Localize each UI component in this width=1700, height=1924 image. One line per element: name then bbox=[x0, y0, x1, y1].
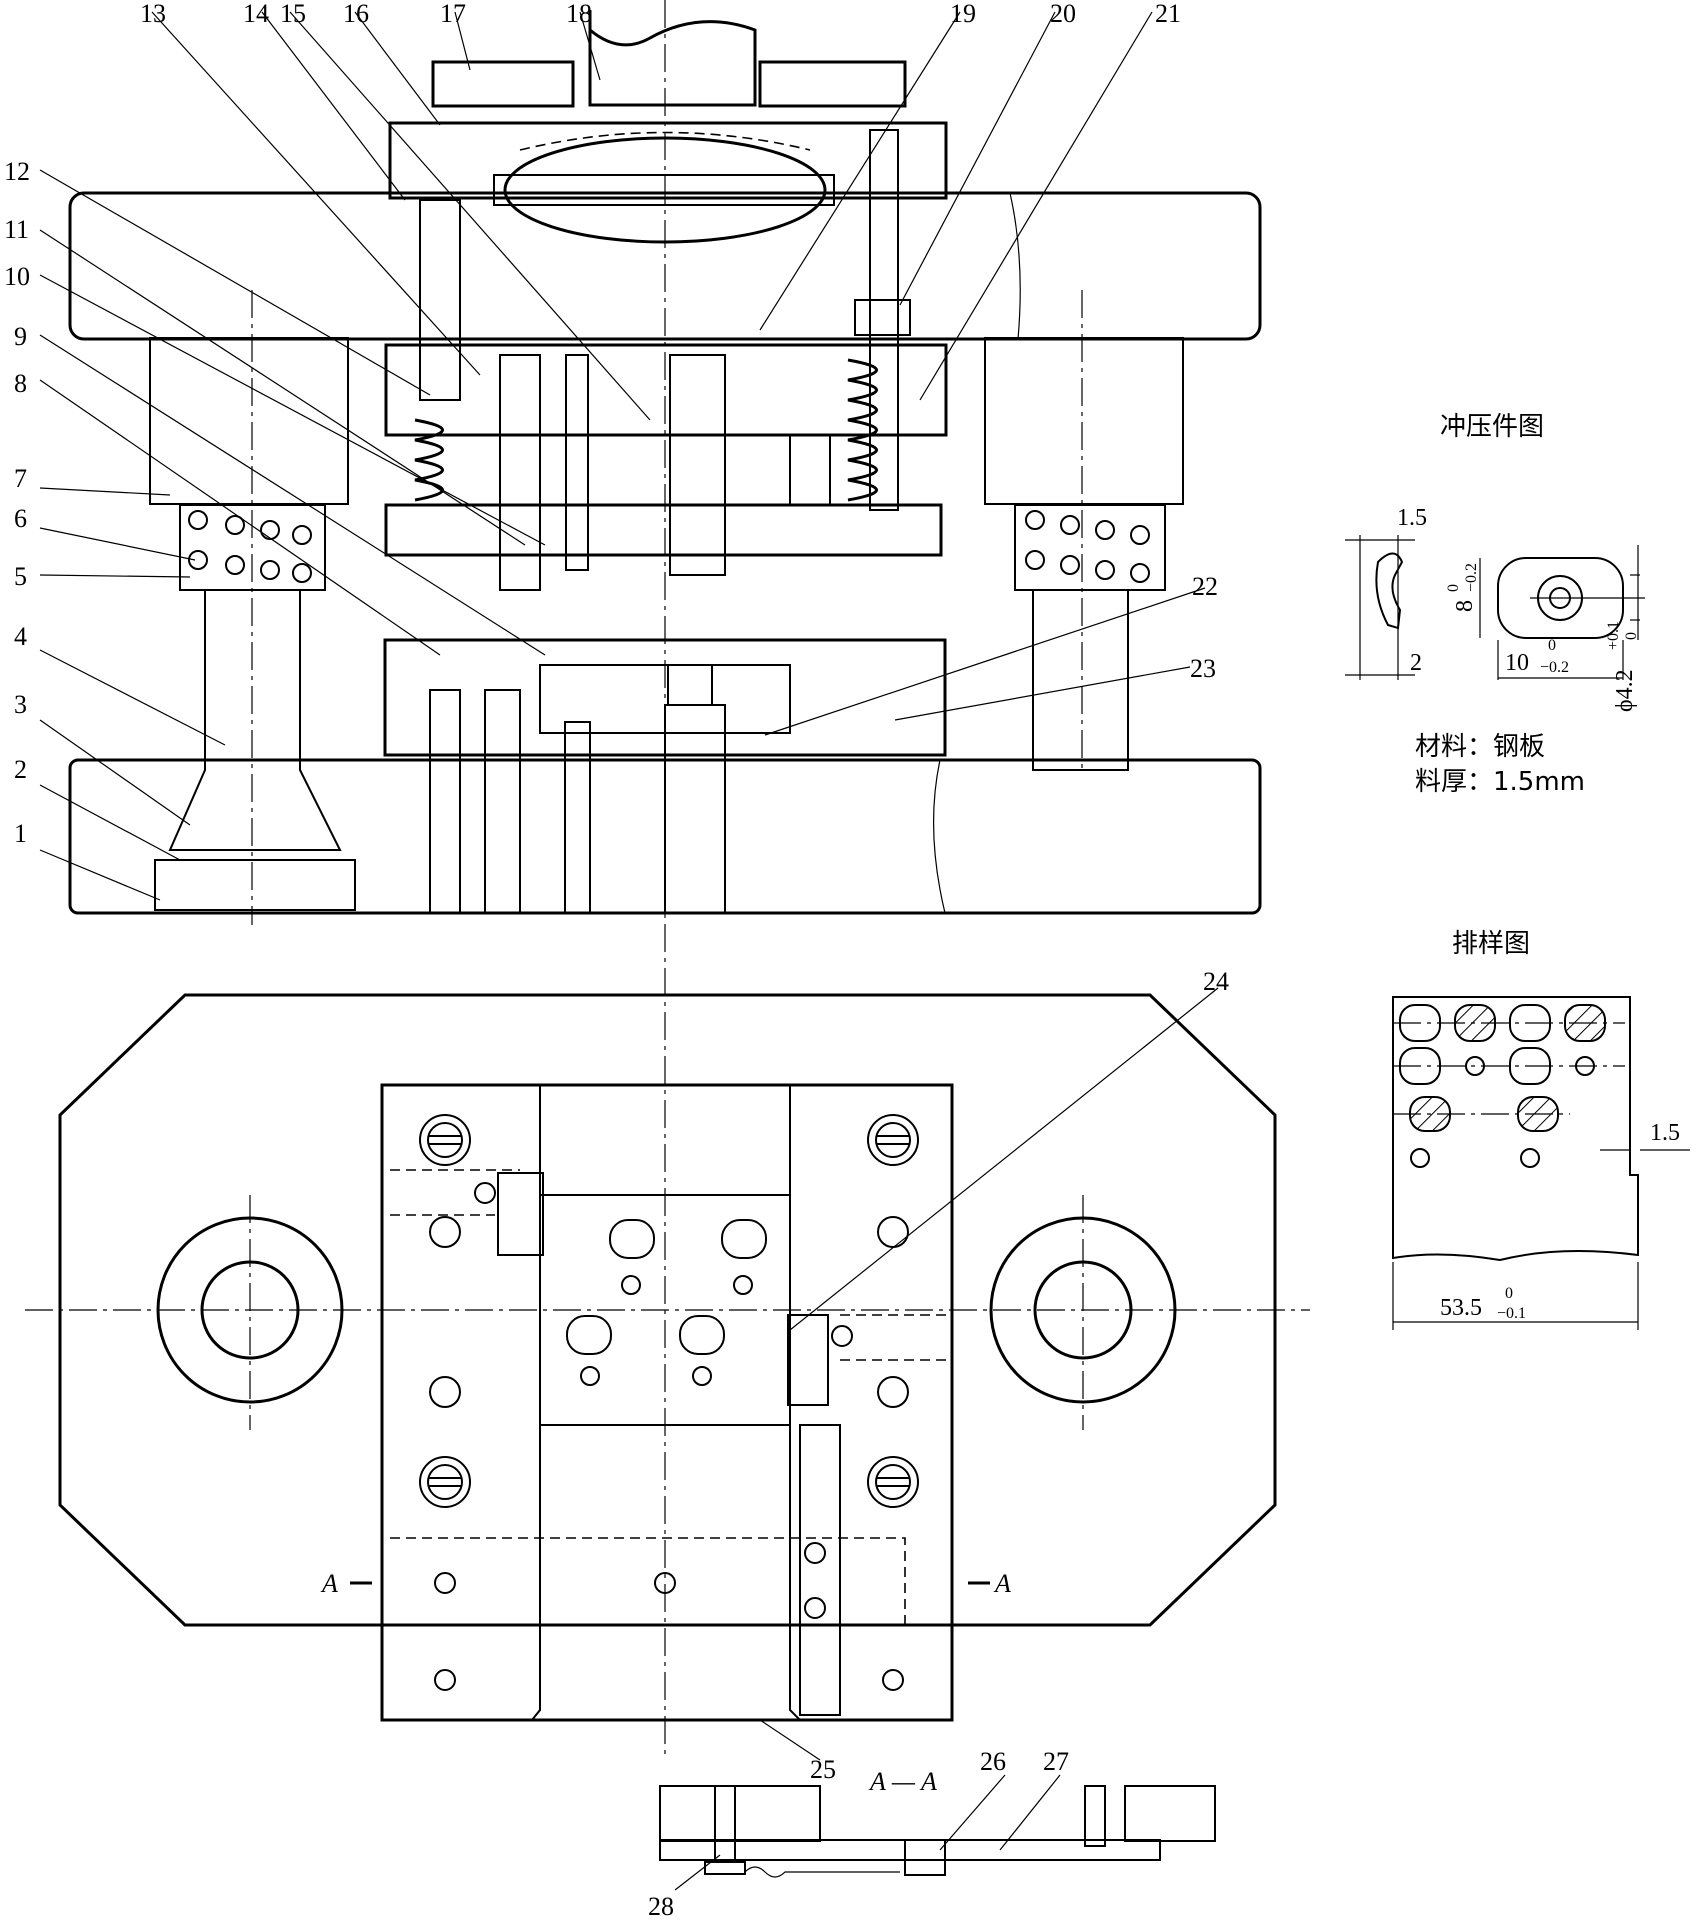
thickness-line: 料厚：1.5mm bbox=[1415, 767, 1585, 797]
dim-height-tol-lower: −0.2 bbox=[1463, 563, 1480, 592]
layout-title: 排样图 bbox=[1452, 929, 1530, 959]
part-label-7: 7 bbox=[14, 464, 27, 493]
guide-post-left bbox=[168, 589, 342, 851]
part-label-11: 11 bbox=[4, 215, 29, 244]
part-label-17: 17 bbox=[440, 0, 466, 28]
part-label-24: 24 bbox=[1203, 967, 1229, 996]
part-label-9: 9 bbox=[14, 322, 27, 351]
part-label-4: 4 bbox=[14, 622, 27, 651]
dim-width-tol-lower: −0.2 bbox=[1540, 659, 1569, 676]
stamping-part-texts: 冲压件图 1.5 2 8 0 −0.2 10 0 −0.2 ϕ4.2 +0.1 … bbox=[1397, 412, 1640, 797]
guide-rail-left bbox=[381, 1084, 541, 1721]
obround-holes bbox=[566, 1219, 767, 1355]
balls-left bbox=[188, 510, 312, 583]
part-label-20: 20 bbox=[1050, 0, 1076, 28]
spring-right bbox=[847, 358, 878, 502]
guide-rail-right bbox=[789, 1084, 953, 1721]
layout-dim-tol-upper: 0 bbox=[1505, 1285, 1513, 1302]
part-label-19: 19 bbox=[950, 0, 976, 28]
screws bbox=[419, 1114, 919, 1508]
part-label-10: 10 bbox=[4, 262, 30, 291]
strip-layout-diagram bbox=[1392, 996, 1690, 1330]
die-opening bbox=[664, 704, 726, 914]
plate-17-right bbox=[758, 60, 907, 108]
part-label-12: 12 bbox=[4, 157, 30, 186]
bolt-upper-left bbox=[419, 199, 461, 401]
layout-diagram-texts: 排样图 1.5 53.5 0 −0.1 bbox=[1440, 929, 1680, 1322]
plate-17-left bbox=[431, 60, 575, 108]
punch-b bbox=[669, 354, 726, 576]
part-label-14: 14 bbox=[243, 0, 269, 28]
section-view bbox=[68, 0, 1262, 1760]
stop-block bbox=[497, 1172, 544, 1256]
part-label-23: 23 bbox=[1190, 654, 1216, 683]
part-label-13: 13 bbox=[140, 0, 166, 28]
part-label-27: 27 bbox=[1043, 1747, 1069, 1776]
dim-width: 10 bbox=[1505, 650, 1529, 676]
section-title-a-a: A — A bbox=[868, 1767, 937, 1796]
part-label-26: 26 bbox=[980, 1747, 1006, 1776]
layout-dim-tol-lower: −0.1 bbox=[1497, 1305, 1526, 1322]
part-label-1: 1 bbox=[14, 819, 27, 848]
dim-hole-tol-upper: +0.1 bbox=[1605, 621, 1622, 650]
dim-width-tol-upper: 0 bbox=[1548, 637, 1556, 654]
section-marker-right: A bbox=[993, 1569, 1011, 1598]
section-a-a bbox=[659, 1785, 1216, 1878]
bolt-upper-right bbox=[869, 129, 899, 511]
layout-dim-width: 53.5 bbox=[1440, 1295, 1482, 1321]
dim-gap: 2 bbox=[1410, 650, 1422, 676]
punch-retainer bbox=[384, 343, 948, 437]
part-label-22: 22 bbox=[1192, 572, 1218, 601]
die-shank-holder bbox=[388, 121, 948, 200]
lower-bush-pocket bbox=[154, 859, 356, 911]
spring-left bbox=[414, 418, 444, 502]
part-label-18: 18 bbox=[566, 0, 592, 28]
guide-post-right bbox=[1032, 589, 1129, 771]
part-label-8: 8 bbox=[14, 369, 27, 398]
guide-bush-right bbox=[984, 337, 1184, 505]
part-label-6: 6 bbox=[14, 504, 27, 533]
part-label-15: 15 bbox=[280, 0, 306, 28]
section-markers: A A A — A bbox=[320, 1569, 1011, 1796]
pilot-hole bbox=[564, 721, 591, 914]
ball-cage-right bbox=[1014, 504, 1166, 591]
part-label-2: 2 bbox=[14, 755, 27, 784]
pilot bbox=[565, 354, 589, 571]
pin-holes bbox=[429, 1182, 909, 1691]
leader-lines bbox=[39, 11, 1219, 1891]
lower-bolt-a bbox=[429, 689, 461, 914]
part-label-3: 3 bbox=[14, 690, 27, 719]
part-label-5: 5 bbox=[14, 562, 27, 591]
material-line: 材料：钢板 bbox=[1415, 732, 1545, 762]
shank bbox=[588, 10, 757, 107]
part-number-labels: 1 2 3 4 5 6 7 8 9 10 11 12 13 14 15 16 1… bbox=[4, 0, 1229, 1921]
balls-right bbox=[1025, 510, 1150, 583]
dim-height-tol-upper: 0 bbox=[1445, 584, 1462, 592]
stripper-plate bbox=[384, 503, 943, 557]
plan-view bbox=[25, 993, 1310, 1722]
section-marker-left: A bbox=[320, 1569, 338, 1598]
lower-bolt-b bbox=[484, 689, 521, 914]
part-label-21: 21 bbox=[1155, 0, 1181, 28]
lower-die-outline bbox=[58, 993, 1277, 1627]
part-label-25: 25 bbox=[810, 1755, 836, 1784]
dim-hole: ϕ4.2 bbox=[1612, 669, 1638, 712]
punch-a bbox=[499, 354, 541, 591]
part-label-16: 16 bbox=[343, 0, 369, 28]
punch-c bbox=[789, 434, 831, 506]
dim-hole-tol-lower: 0 bbox=[1623, 632, 1640, 640]
guide-bush-left bbox=[149, 337, 349, 505]
part-label-28: 28 bbox=[648, 1892, 674, 1921]
stamping-part-drawing bbox=[1345, 535, 1645, 680]
dim-thickness: 1.5 bbox=[1397, 505, 1427, 531]
stamping-part-title: 冲压件图 bbox=[1440, 412, 1544, 442]
dim-height: 8 bbox=[1452, 600, 1478, 612]
layout-dim-step: 1.5 bbox=[1650, 1120, 1680, 1146]
